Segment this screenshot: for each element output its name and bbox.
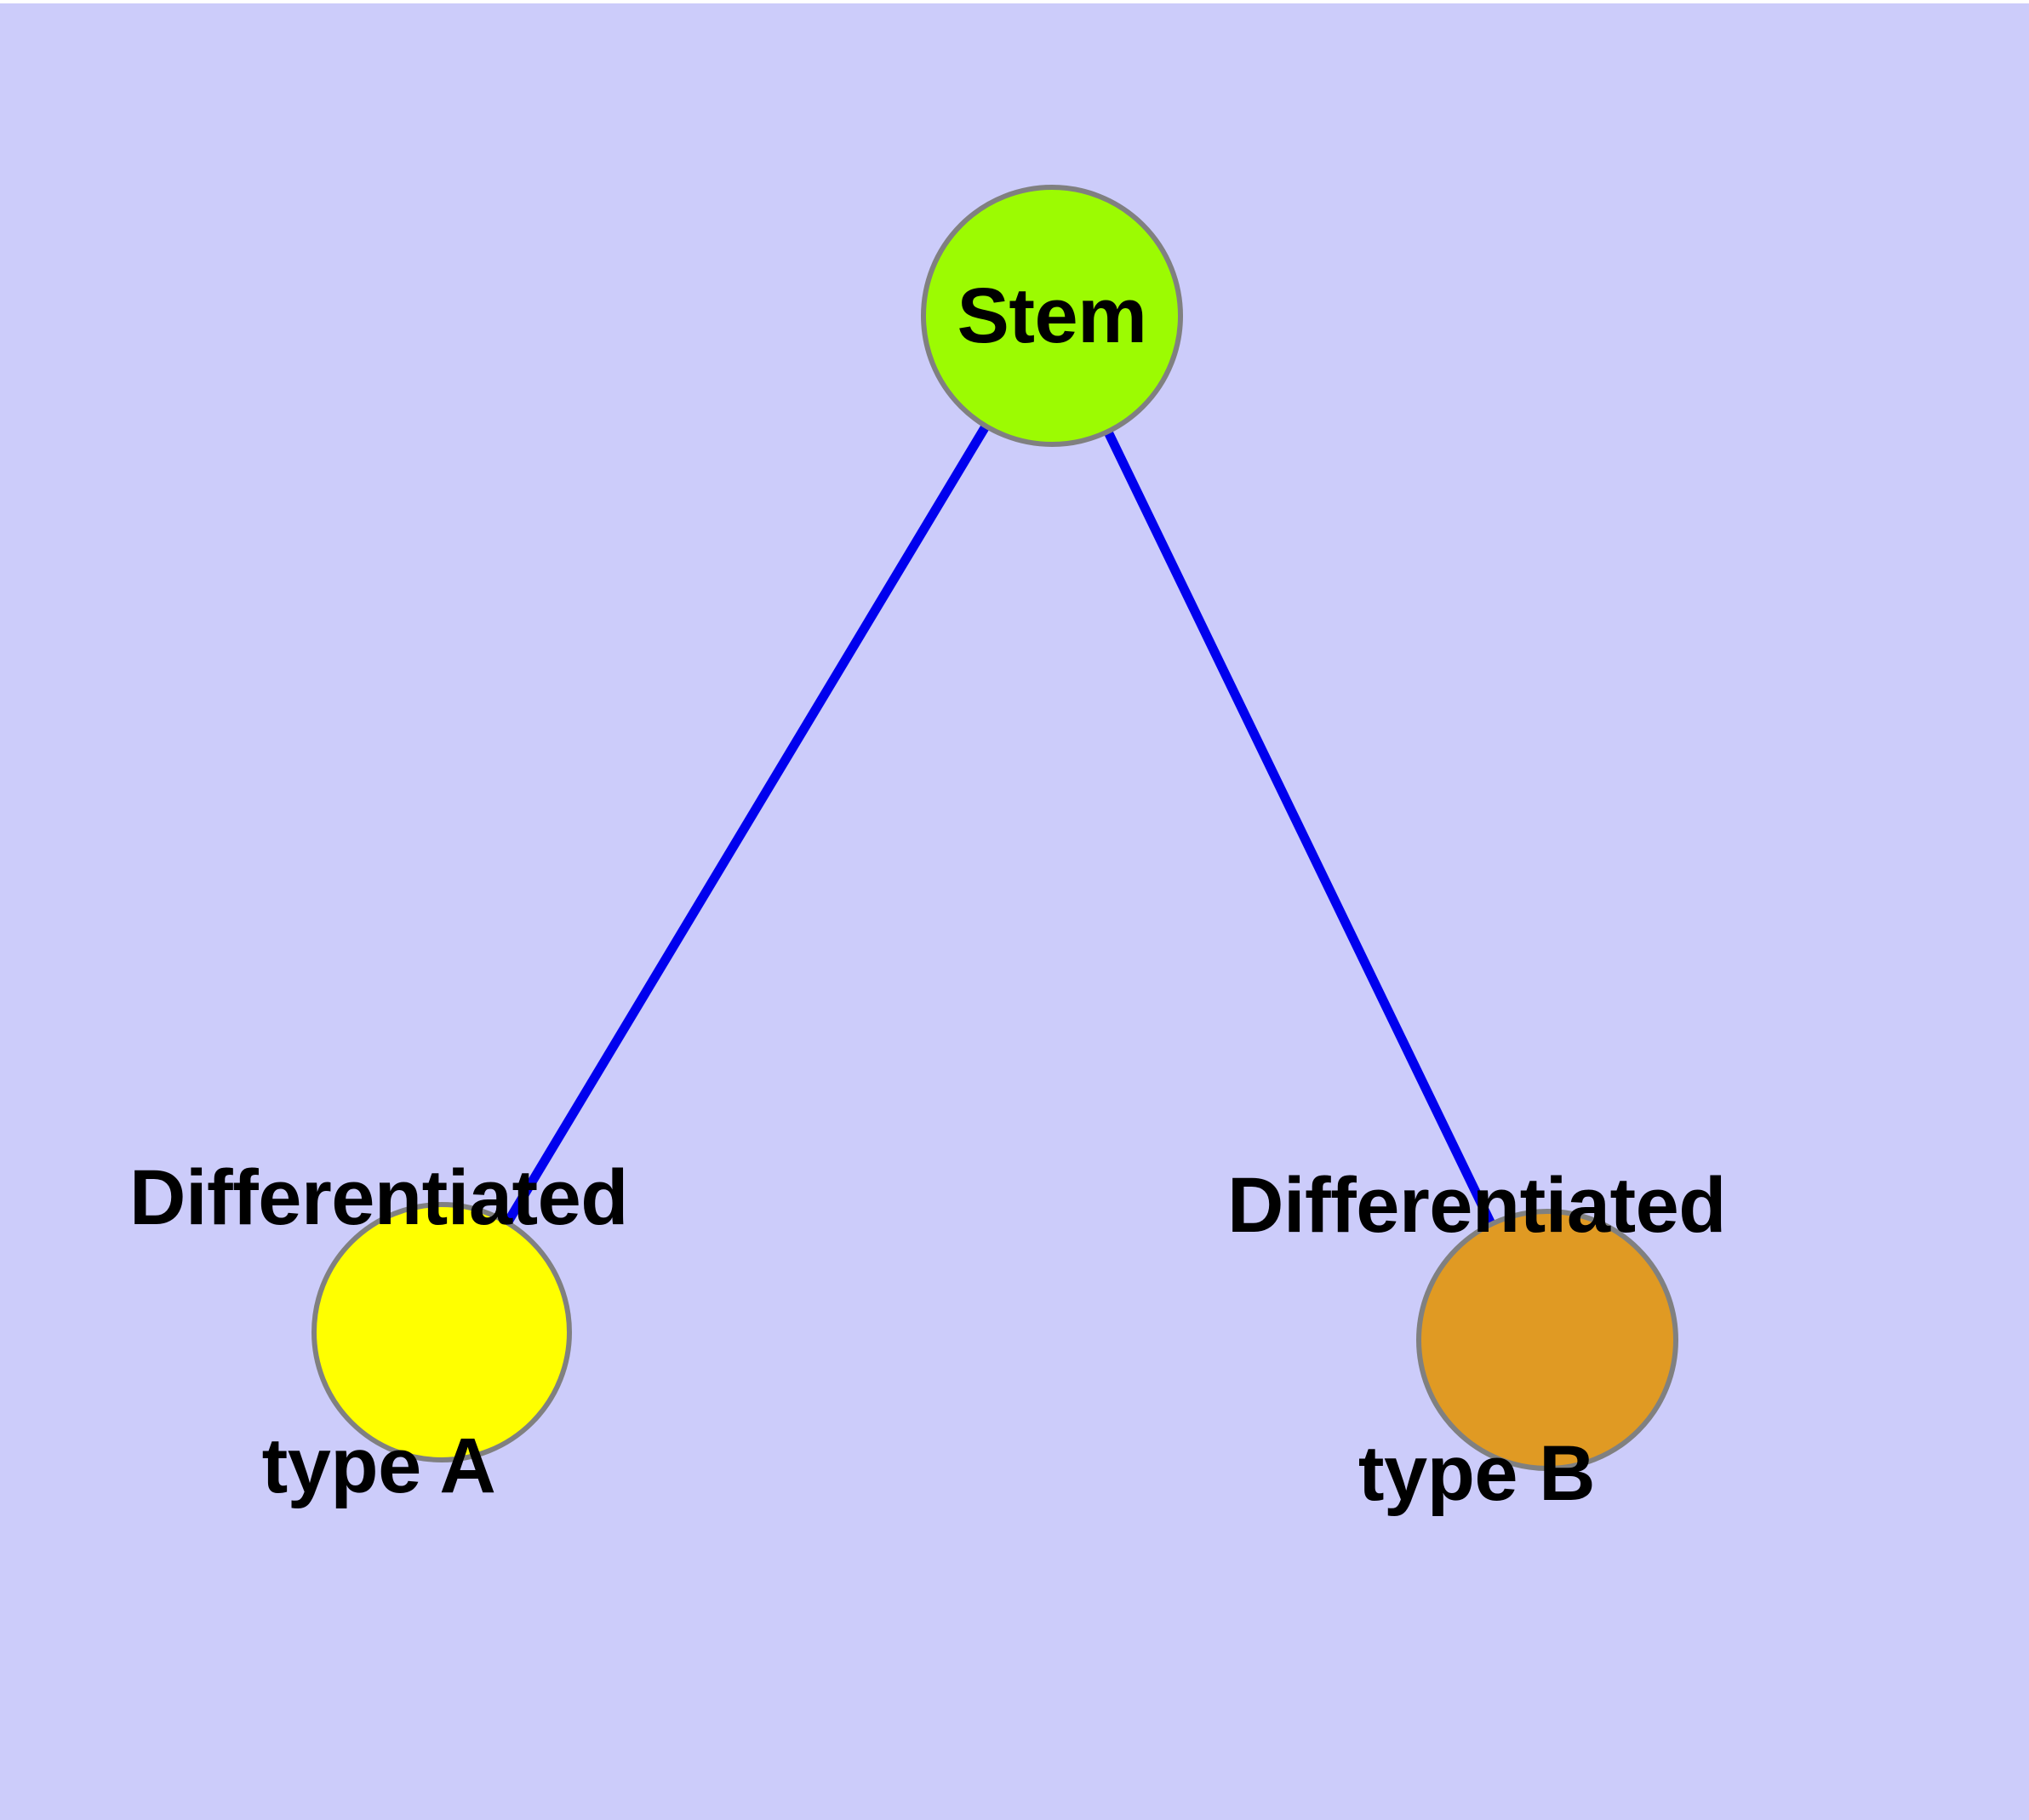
node-differentiated-type-a[interactable] — [311, 1202, 572, 1462]
edge-stem-to-differentiated-type-a[interactable] — [437, 313, 1056, 1335]
edge-stem-to-differentiated-type-b[interactable] — [1048, 313, 1552, 1342]
node-stem[interactable] — [921, 185, 1183, 447]
node-layer — [311, 185, 1678, 1471]
edge-layer — [437, 313, 1552, 1342]
node-differentiated-type-b[interactable] — [1416, 1209, 1678, 1471]
